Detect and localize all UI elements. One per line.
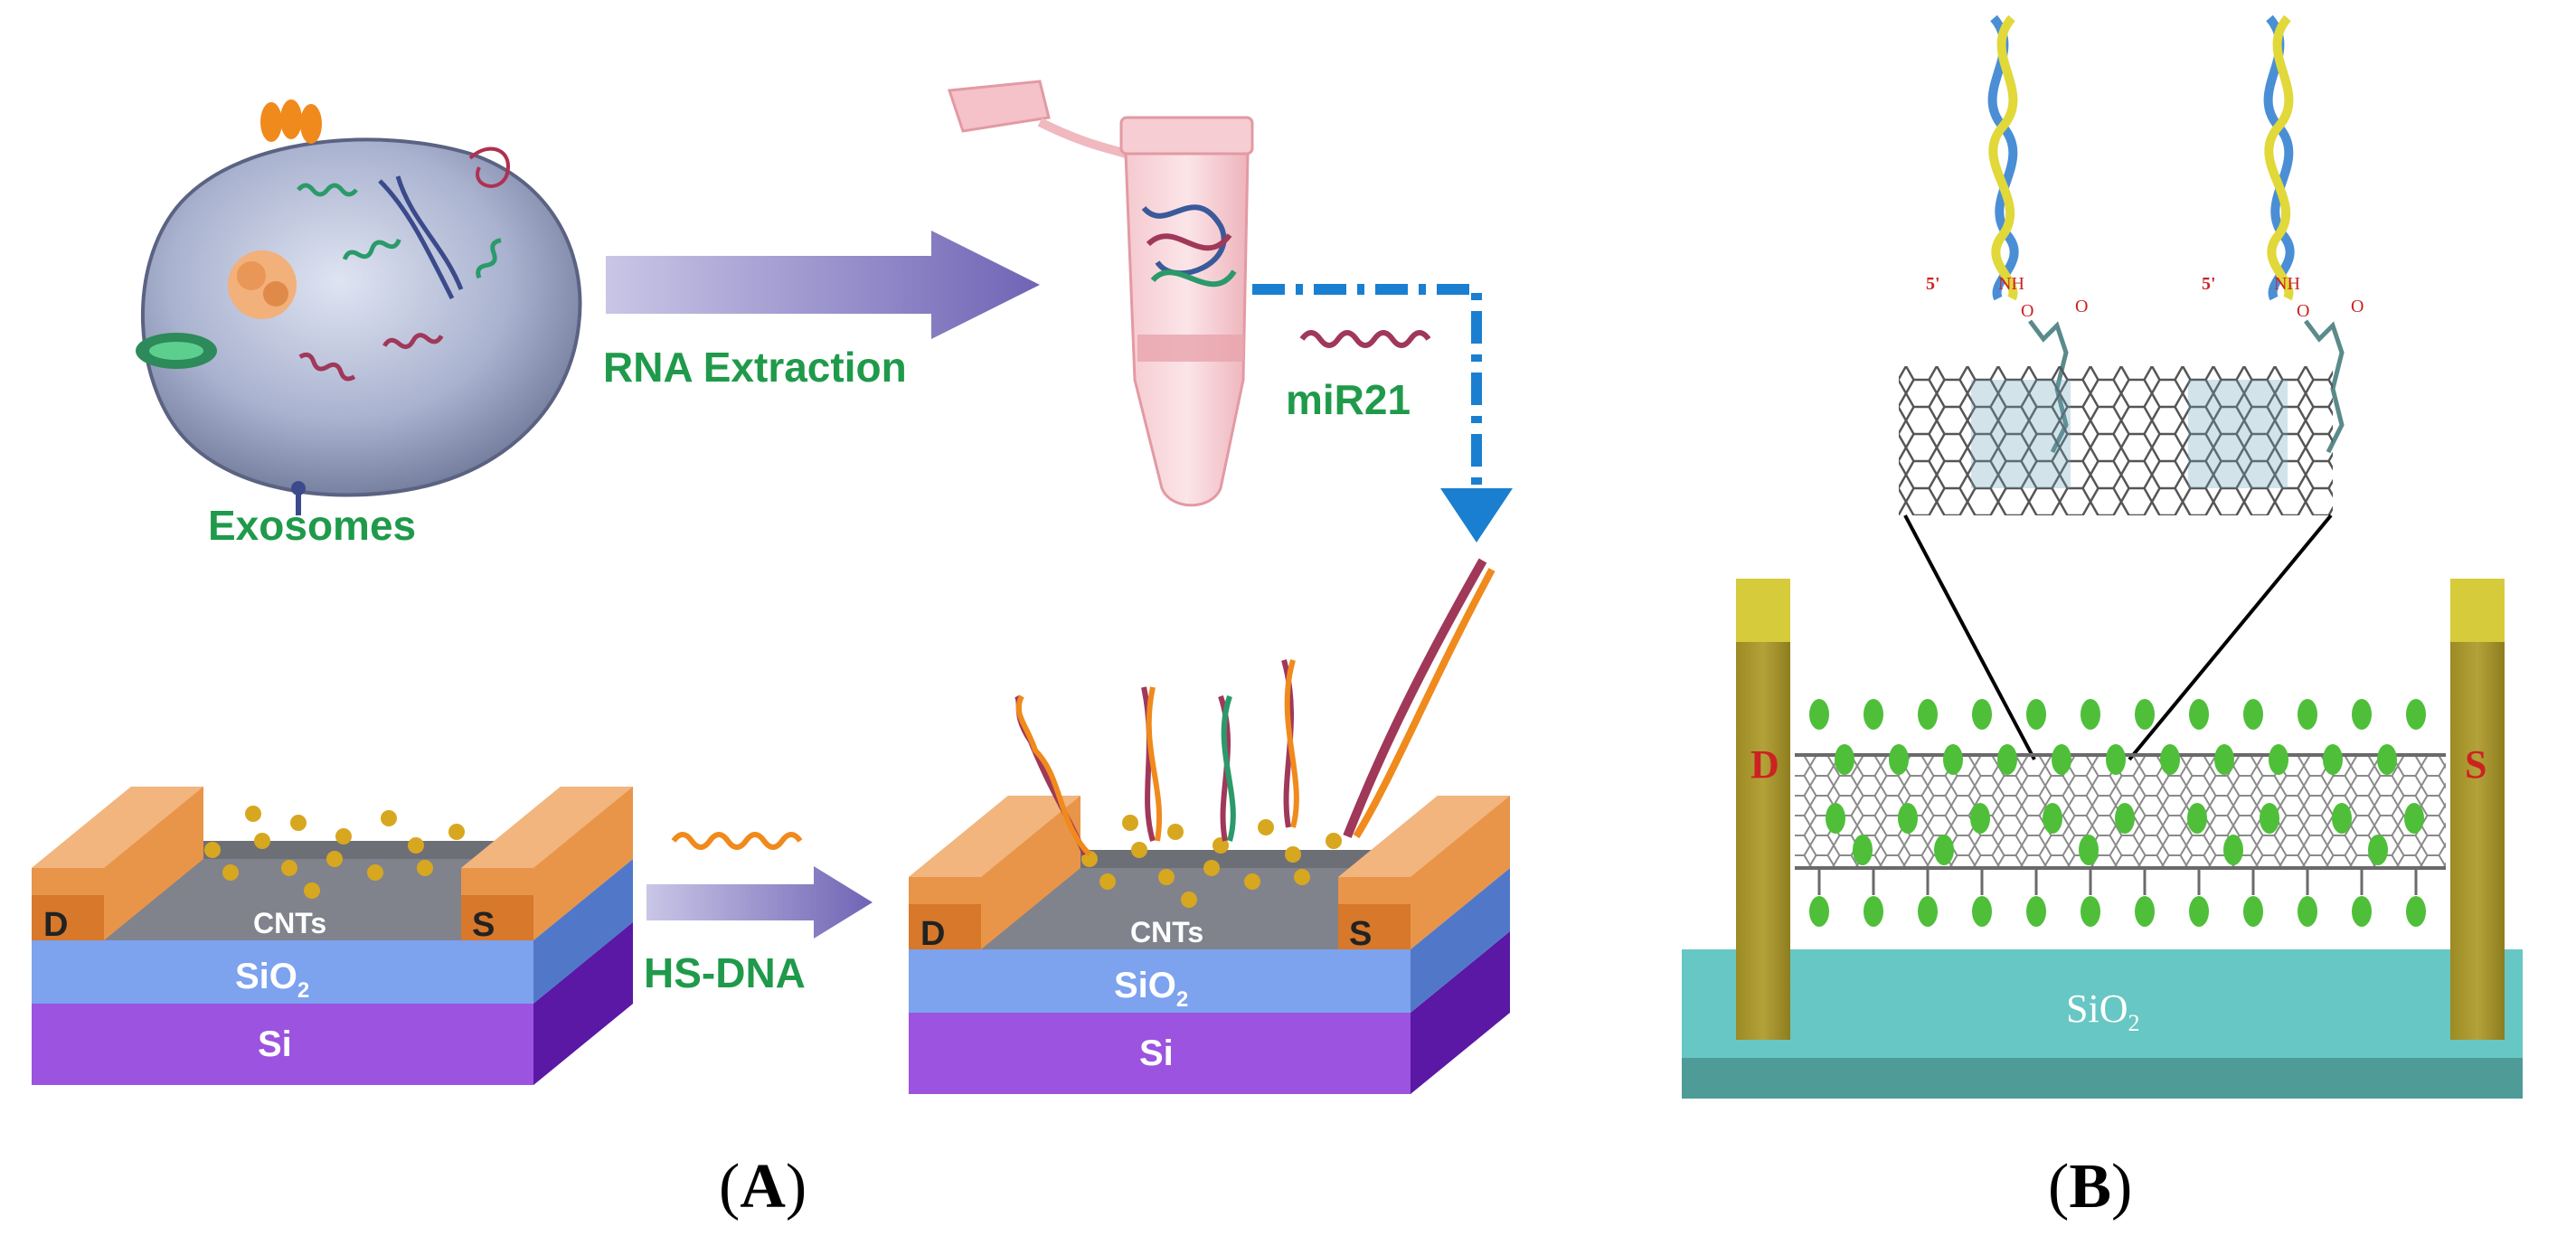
device-right-cnts-label: CNTs — [1130, 916, 1203, 948]
graphene-highlight-right — [2188, 380, 2288, 488]
o-left-1: O — [2021, 301, 2033, 321]
panel-a-label: (A) — [719, 1152, 807, 1222]
rna-extraction-label: RNA Extraction — [603, 344, 907, 391]
zoom-line-right — [2128, 514, 2333, 761]
panel-b-label: (B) — [2048, 1152, 2132, 1222]
five-prime-right: 5' — [2202, 274, 2216, 294]
sio2-label-b: SiO2 — [2066, 986, 2139, 1036]
dna-helix-right — [2263, 14, 2295, 301]
o-left-2: O — [2075, 297, 2088, 316]
device-right-si-label: Si — [1139, 1033, 1174, 1073]
graphene-highlight-left — [1971, 380, 2071, 488]
mir21-path-line — [1252, 284, 1482, 488]
graphene-zoom — [1899, 366, 2333, 515]
microtube-illustration — [947, 80, 1254, 507]
device-right-sio2-label: SiO2 — [1114, 966, 1188, 1012]
rna-extraction-arrow — [606, 231, 1040, 339]
drain-post-top — [1736, 579, 1790, 642]
dna-helix-left — [1987, 14, 2019, 301]
receptors-middle — [1826, 803, 2424, 865]
o-right-1: O — [2297, 301, 2309, 321]
mir21-arrowhead — [1440, 488, 1513, 543]
mir21-strand — [1299, 330, 1431, 348]
device-left-si-label: Si — [258, 1024, 292, 1064]
panel-a: Exosomes RNA Extraction miR21 — [32, 80, 1513, 1222]
device-left-drain-label: D — [43, 906, 68, 944]
device-left — [32, 787, 633, 1085]
hs-dna-strand — [671, 832, 803, 850]
drain-post — [1736, 642, 1790, 1040]
source-post-top — [2450, 579, 2505, 642]
hs-dna-label: HS-DNA — [644, 949, 806, 996]
sio2-substrate — [1682, 949, 2523, 1058]
device-right-drain-label: D — [920, 915, 945, 953]
five-prime-left: 5' — [1926, 274, 1940, 294]
nh-left: NH — [1998, 274, 2024, 294]
zoom-line-left — [1903, 514, 2036, 760]
sio2-substrate-edge — [1682, 1058, 2523, 1099]
panel-b: 5' NH O O 5' NH O O SiO2 — [1682, 14, 2523, 1222]
linker-right — [2304, 319, 2345, 454]
device-left-source-label: S — [472, 906, 495, 944]
o-right-2: O — [2351, 297, 2364, 316]
device-right — [909, 558, 1510, 1094]
receptors-bottom — [1809, 868, 2426, 927]
nh-right: NH — [2274, 274, 2300, 294]
device-left-sio2-label: SiO2 — [235, 957, 309, 1003]
hs-dna-arrow — [646, 866, 873, 939]
mir21-label: miR21 — [1286, 376, 1411, 423]
exosome-illustration — [136, 99, 582, 515]
drain-label-b: D — [1750, 742, 1779, 787]
source-post — [2450, 642, 2505, 1040]
source-label-b: S — [2465, 742, 2486, 787]
receptors-top — [1809, 699, 2426, 775]
device-left-cnts-label: CNTs — [253, 907, 326, 939]
device-right-source-label: S — [1349, 915, 1372, 953]
exosomes-label: Exosomes — [208, 502, 416, 549]
